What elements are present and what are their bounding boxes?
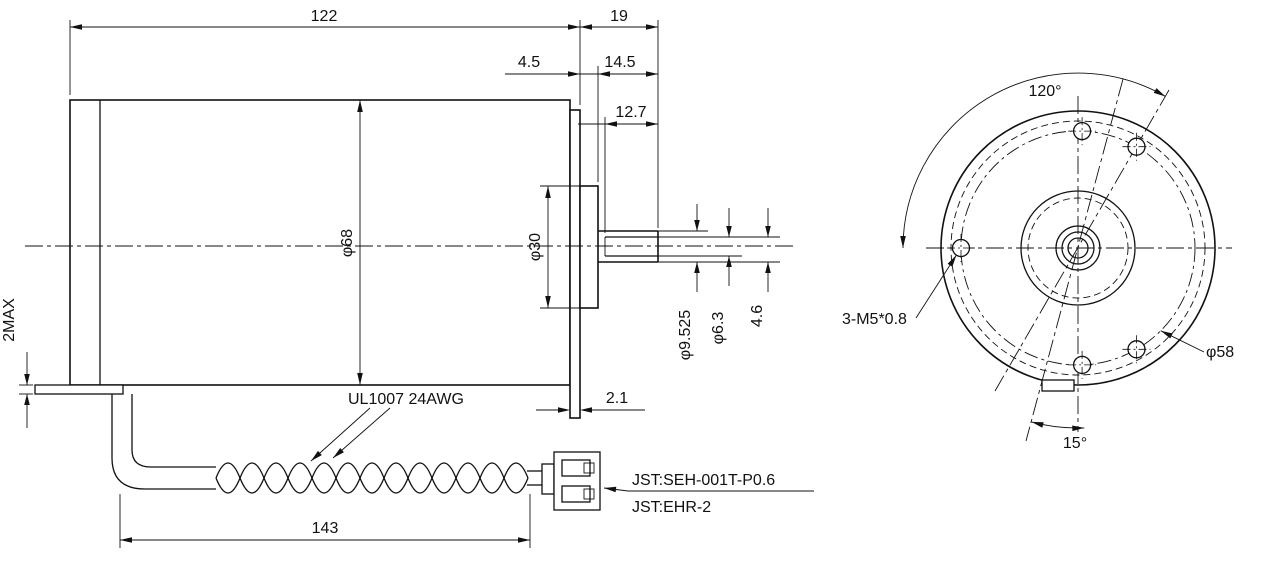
dim-body-length: 122	[69, 8, 658, 105]
dim-flat-length: 12.7	[578, 104, 658, 233]
arrowhead	[726, 256, 732, 267]
arrowhead	[726, 226, 732, 237]
motor-shaft	[598, 230, 659, 263]
connector-pin-cavity	[561, 459, 591, 477]
dim-19: 19	[610, 8, 628, 25]
dim-4-5: 4.5	[518, 54, 540, 71]
dim-phi9-525: φ9.525	[677, 310, 694, 361]
label-3m5: 3-M5*0.8	[842, 311, 907, 328]
arrowhead	[1160, 330, 1173, 339]
arrowhead	[357, 373, 363, 385]
label-jst-housing: JST:EHR-2	[632, 499, 711, 516]
arrowhead	[357, 100, 363, 112]
arrowhead	[568, 24, 580, 30]
angle-arc	[902, 72, 1166, 249]
arrowhead	[646, 121, 658, 127]
dim-phi68: φ68	[339, 229, 356, 257]
dim-hole-angle: 120°	[900, 72, 1166, 249]
arrowhead	[765, 262, 771, 273]
wire-exit-tab	[1041, 379, 1075, 392]
arrowhead	[120, 537, 132, 543]
dim-tab-thickness: 2MAX	[1, 298, 33, 428]
connector-labels: JST:SEH-001T-P0.6 JST:EHR-2	[603, 472, 814, 516]
dim-143: 143	[312, 520, 339, 537]
dim-14-5: 14.5	[604, 54, 635, 71]
dim-body-diameter: φ68	[339, 100, 363, 385]
arrowhead	[604, 486, 617, 493]
bolt-circle-label: φ58	[1160, 330, 1234, 361]
dim-shaft-diameters: φ9.525 φ6.3 4.6	[658, 204, 780, 360]
diagonal-centerline-60	[994, 89, 1170, 392]
arrowhead	[765, 226, 771, 237]
arrowhead	[580, 24, 592, 30]
dim-boss-diameter: φ30	[527, 185, 580, 309]
arrowhead	[518, 537, 530, 543]
dim-phi30: φ30	[527, 233, 544, 261]
arrowhead	[24, 374, 30, 385]
dim-offset-angle: 15°	[1031, 421, 1087, 452]
arrowhead	[1031, 421, 1044, 428]
dim-2-1: 2.1	[606, 390, 628, 407]
arrowhead	[900, 236, 906, 248]
arrowhead	[545, 186, 551, 198]
arrowhead	[558, 407, 570, 413]
connector-pin-cavity	[561, 485, 591, 503]
dim-2max: 2MAX	[1, 298, 18, 342]
leader-line	[310, 407, 371, 462]
mounting-holes	[947, 117, 1151, 379]
arrowhead	[947, 255, 957, 267]
arrowhead	[545, 296, 551, 308]
dim-boss-and-shaft: 4.5 14.5	[505, 54, 658, 182]
dim-4-6: 4.6	[749, 305, 766, 327]
arrowhead	[1072, 425, 1085, 432]
arrowhead	[694, 220, 700, 231]
dim-120deg: 120°	[1028, 83, 1061, 100]
dim-phi6-3: φ6.3	[710, 312, 727, 345]
arrowhead	[70, 24, 82, 30]
lead-wire	[111, 394, 216, 490]
arrowhead	[580, 407, 592, 413]
wire-braid	[215, 462, 529, 494]
shaft-boss	[579, 185, 599, 309]
connector-collar	[541, 463, 555, 495]
arrowhead	[1153, 88, 1166, 97]
leader-line	[915, 254, 957, 319]
arrowhead	[24, 394, 30, 405]
dim-15deg: 15°	[1063, 435, 1087, 452]
connector-pin	[583, 462, 595, 474]
connector-pin	[583, 488, 595, 500]
side-view: 122 19 4.5 14.5 12.7	[1, 8, 814, 548]
arrowhead	[694, 262, 700, 273]
arrowhead	[311, 450, 322, 461]
diagonal-centerline-15	[1025, 78, 1124, 442]
arrowhead	[605, 121, 617, 127]
arrowhead	[598, 71, 610, 77]
wire-spec-label: UL1007 24AWG	[310, 391, 464, 462]
mounting-tab	[34, 384, 124, 395]
dim-flange-thickness: 2.1	[536, 390, 645, 413]
arrowhead	[568, 71, 580, 77]
arrowhead	[646, 71, 658, 77]
mounting-flange-plate	[569, 109, 581, 419]
tapped-holes-label: 3-M5*0.8	[842, 254, 957, 328]
jst-connector	[527, 451, 601, 511]
label-ul1007: UL1007 24AWG	[348, 391, 464, 408]
label-phi58: φ58	[1206, 344, 1234, 361]
leader-line	[332, 407, 391, 459]
arrowhead	[333, 448, 344, 458]
dim-12-7: 12.7	[615, 104, 646, 121]
dim-wire-length: 143	[119, 494, 531, 548]
dim-122: 122	[311, 8, 338, 25]
label-jst-pin: JST:SEH-001T-P0.6	[632, 472, 775, 489]
motor-body-outline	[69, 99, 571, 386]
front-view: 120° 15° 3-M5*0.8 φ58	[842, 72, 1234, 452]
arrowhead	[646, 24, 658, 30]
